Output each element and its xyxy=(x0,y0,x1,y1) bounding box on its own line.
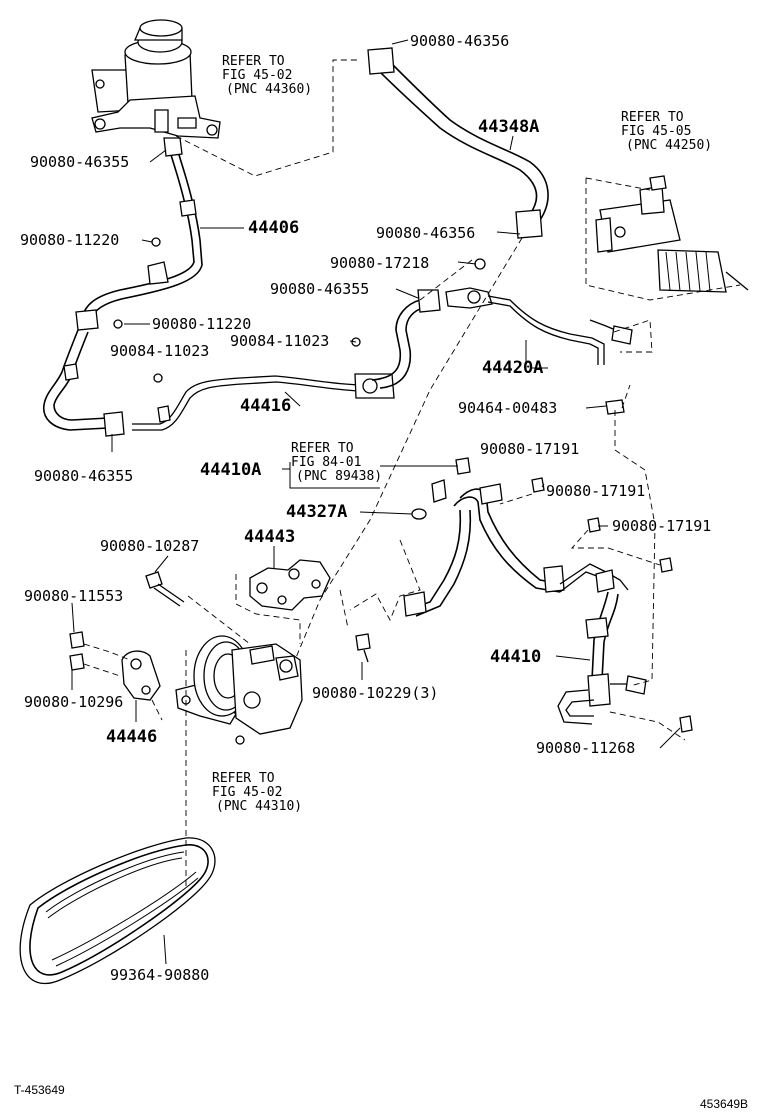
hose-44348A xyxy=(367,47,549,239)
label-90080-11553: 90080-11553 xyxy=(24,587,123,605)
bolt-90080-11553 xyxy=(69,631,85,649)
label-90080-46355-a: 90080-46355 xyxy=(30,153,129,171)
label-90464-00483: 90464-00483 xyxy=(458,399,557,417)
bolt-90080-10229 xyxy=(355,633,371,663)
suction-hose-upper xyxy=(371,289,441,389)
label-90080-46356-top: 90080-46356 xyxy=(410,32,509,50)
label-44327A: 44327A xyxy=(286,502,347,522)
label-90080-17218: 90080-17218 xyxy=(330,254,429,272)
label-90080-10287: 90080-10287 xyxy=(100,537,199,555)
refer-reservoir-line1: REFER TO xyxy=(222,54,285,69)
power-steering-pump xyxy=(175,635,303,745)
bracket-44446 xyxy=(121,650,161,701)
label-90080-17191-a: 90080-17191 xyxy=(480,440,579,458)
label-90080-10229: 90080-10229(3) xyxy=(312,684,438,702)
refer-reservoir-line3: (PNC 44360) xyxy=(226,82,312,97)
refer-pump-line3: (PNC 44310) xyxy=(216,799,302,814)
refer-gear-line1: REFER TO xyxy=(621,110,684,125)
footer-right-code: 453649B xyxy=(700,1097,748,1111)
label-44406: 44406 xyxy=(248,218,299,238)
label-44416: 44416 xyxy=(240,396,291,416)
refer-gear-line2: FIG 45-05 xyxy=(621,124,691,139)
label-90080-11268: 90080-11268 xyxy=(536,739,635,757)
refer-sensor-line2: FIG 84-01 xyxy=(291,455,361,470)
pressure-tube-44420A xyxy=(445,287,633,365)
bolt-90080-10296 xyxy=(69,653,85,671)
label-44443: 44443 xyxy=(244,527,295,547)
label-90080-46355-c: 90080-46355 xyxy=(34,467,133,485)
refer-gear-line3: (PNC 44250) xyxy=(626,138,712,153)
label-90080-46355-b: 90080-46355 xyxy=(270,280,369,298)
label-44410: 44410 xyxy=(490,647,541,667)
pressure-hose-44410 xyxy=(403,483,647,725)
steering-gear xyxy=(595,175,749,293)
label-90080-10296: 90080-10296 xyxy=(24,693,123,711)
label-44410A: 44410A xyxy=(200,460,261,480)
part-labels: 90080-46356 44348A REFER TO FIG 45-02 (P… xyxy=(20,32,712,984)
refer-sensor-line1: REFER TO xyxy=(291,441,354,456)
reservoir-tank xyxy=(91,19,221,139)
refer-sensor-line3: (PNC 89438) xyxy=(296,469,382,484)
refer-pump-line1: REFER TO xyxy=(212,771,275,786)
dashed-guides xyxy=(83,59,741,886)
label-90080-46356-mid: 90080-46356 xyxy=(376,224,475,242)
pressure-tube-44416 xyxy=(132,373,395,431)
refer-reservoir-line2: FIG 45-02 xyxy=(222,68,292,83)
label-44446: 44446 xyxy=(106,727,157,747)
footer-left-code: T-453649 xyxy=(14,1083,65,1097)
drive-belt xyxy=(19,837,216,985)
label-99364-90880: 99364-90880 xyxy=(110,966,209,984)
label-44420A: 44420A xyxy=(482,358,543,378)
refer-pump-line2: FIG 45-02 xyxy=(212,785,282,800)
label-90080-11220-b: 90080-11220 xyxy=(152,315,251,333)
bracket-44443 xyxy=(249,559,331,611)
label-44348A: 44348A xyxy=(478,117,539,137)
leader-lines xyxy=(71,39,681,965)
bolt-90080-10287 xyxy=(145,571,185,607)
label-90080-17191-b: 90080-17191 xyxy=(546,482,645,500)
label-90084-11023-a: 90084-11023 xyxy=(110,342,209,360)
label-90080-11220-a: 90080-11220 xyxy=(20,231,119,249)
label-90084-11023-b: 90084-11023 xyxy=(230,332,329,350)
return-hose-44406 xyxy=(43,137,203,437)
label-90080-17191-c: 90080-17191 xyxy=(612,517,711,535)
fittings xyxy=(113,237,693,733)
